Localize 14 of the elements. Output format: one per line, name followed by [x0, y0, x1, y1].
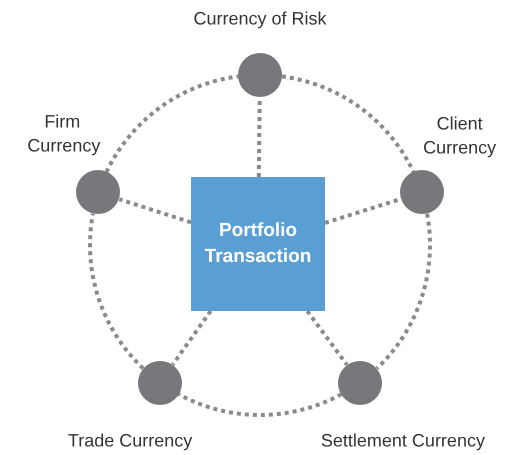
dotted-arc — [104, 74, 238, 173]
dotted-arc — [178, 392, 342, 417]
dotted-arc — [88, 213, 145, 370]
circle-label: Currency of Risk — [193, 7, 327, 30]
box-label: Portfolio Transaction — [204, 219, 312, 269]
dotted-arc — [375, 213, 432, 370]
circle-label: Settlement Currency — [320, 428, 485, 452]
circle-label: Client Currency — [422, 113, 498, 160]
dotted-arc — [282, 74, 416, 173]
process-box — [191, 177, 325, 311]
dotted-line — [171, 310, 212, 366]
dotted-line — [118, 197, 192, 224]
circle-label: Trade Currency — [68, 428, 192, 452]
dotted-line — [306, 310, 348, 366]
